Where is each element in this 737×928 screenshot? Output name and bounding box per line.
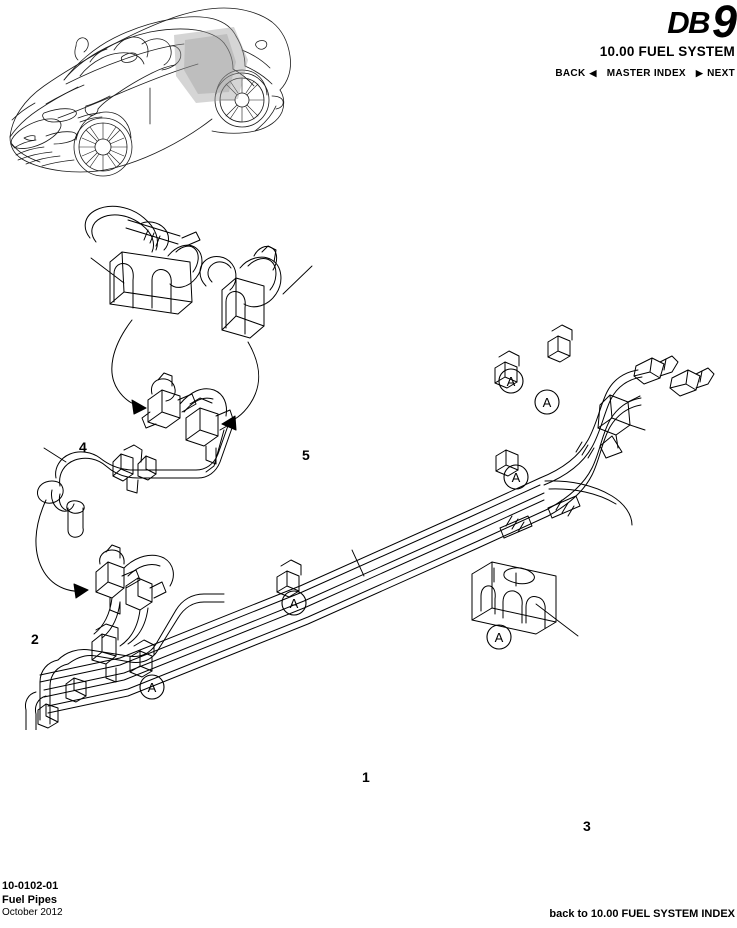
parts-diagram: A A A A A A 1 2 3 4 5: [0, 190, 737, 833]
callout-5-text: 5: [302, 447, 310, 463]
svg-text:A: A: [512, 470, 521, 485]
next-arrow-icon[interactable]: ▶: [695, 68, 704, 78]
master-index-link[interactable]: MASTER INDEX: [606, 68, 686, 79]
svg-text:A: A: [495, 630, 504, 645]
callout-4-text: 4: [79, 439, 87, 455]
document-name: Fuel Pipes: [2, 894, 58, 907]
callout-3-text: 3: [583, 818, 591, 834]
callout-3: 3: [583, 819, 591, 833]
callout-2-text: 2: [31, 631, 39, 647]
vehicle-illustration: [2, 0, 302, 195]
back-link[interactable]: BACK: [555, 68, 586, 79]
svg-text:A: A: [148, 680, 157, 695]
db9-logo: DB9: [315, 0, 737, 44]
callout-4: 4: [79, 440, 87, 454]
svg-text:A: A: [543, 395, 552, 410]
navigation-bar: BACK◀ MASTER INDEX ▶NEXT: [315, 68, 735, 79]
document-code: 10-0102-01: [2, 880, 59, 893]
logo-db-text: DB: [667, 5, 710, 40]
callout-1: 1: [362, 770, 370, 784]
footer-document-info: 10-0102-01 Fuel Pipes October 2012: [2, 879, 63, 920]
svg-text:A: A: [507, 374, 516, 389]
page-title: 10.00 FUEL SYSTEM: [599, 44, 735, 59]
page-header: DB9 10.00 FUEL SYSTEM BACK◀ MASTER INDEX ▶…: [315, 0, 737, 79]
document-date: October 2012: [2, 907, 63, 919]
callout-2: 2: [31, 632, 39, 646]
logo-nine-text: 9: [711, 0, 737, 47]
svg-text:A: A: [290, 596, 299, 611]
callout-5: 5: [302, 448, 310, 462]
callout-1-text: 1: [362, 769, 370, 785]
next-link[interactable]: NEXT: [707, 68, 735, 79]
back-arrow-icon[interactable]: ◀: [589, 68, 597, 78]
back-to-index-link[interactable]: back to 10.00 FUEL SYSTEM INDEX: [549, 908, 735, 920]
